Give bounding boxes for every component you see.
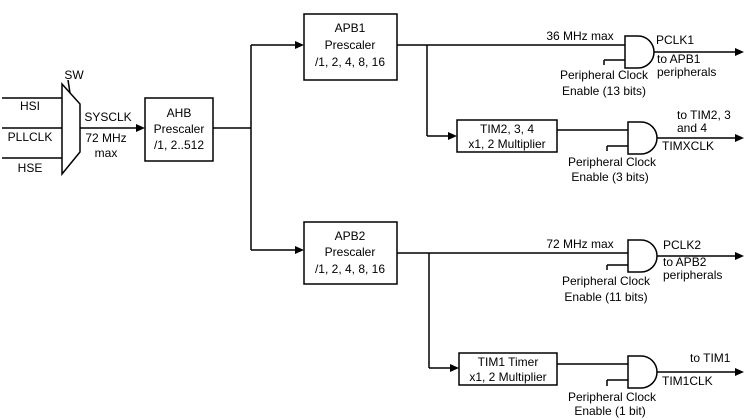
tim234-multiplier-box [456,119,558,153]
pclk2-label: PCLK2 [663,238,701,252]
pclk1-enable-line2: Enable (13 bits) [562,84,646,98]
sysclk-max-line2: max [95,146,118,160]
ahb-prescaler-box [144,97,214,162]
tim234-in-arrowhead [448,132,457,140]
apb1-in-arrowhead [295,41,304,49]
tim1clk-enable-line2: Enable (1 bit) [574,404,645,418]
tim234-line2: x1, 2 Multiplier [468,137,545,151]
apb2-line1: APB2 [335,229,366,243]
pclk2-and-gate [627,239,658,273]
apb1-prescaler-box [303,13,398,81]
pclk1-label: PCLK1 [656,33,694,47]
timxclk-enable-line1: Peripheral Clock [568,155,657,169]
pclk2-desc-line2: peripherals [663,268,722,282]
tim1-multiplier-box [458,352,558,386]
pclk1-enable-line1: Peripheral Clock [560,68,649,82]
apb1-line1: APB1 [335,21,366,35]
apb2-prescaler-box [303,221,398,285]
system-clock-mux [61,82,81,177]
sysclk-arrowhead [136,124,145,132]
pclk2-arrowhead [735,252,744,260]
apb2-line2: Prescaler [325,245,376,259]
tim1clk-arrowhead [735,368,744,376]
timxclk-and-gate [627,121,658,155]
timxclk-desc-line1: to TIM2, 3 [677,108,731,122]
sysclk-label: SYSCLK [84,110,131,124]
pclk1-arrowhead [735,48,744,56]
ahb-line1: AHB [167,106,192,120]
pclk2-enable-line2: Enable (11 bits) [564,290,647,304]
ahb-line3: /1, 2..512 [154,138,204,152]
tim1-in-arrowhead [450,364,459,372]
hse-label: HSE [18,161,43,175]
apb1-line2: Prescaler [325,38,376,52]
mux-select-line [67,79,71,94]
tim1clk-label: TIM1CLK [662,374,713,388]
tim234-line1: TIM2, 3, 4 [480,122,534,136]
apb2-line3: /1, 2, 4, 8, 16 [315,262,385,276]
timxclk-enable-line2: Enable (3 bits) [571,170,648,184]
pllclk-label: PLLCLK [8,130,53,144]
timxclk-arrowhead [735,134,744,142]
tim1clk-and-gate [627,355,658,389]
hsi-label: HSI [20,99,40,113]
tim1-line1: TIM1 Timer [478,355,539,369]
pclk1-desc-line1: to APB1 [657,52,701,66]
pclk1-and-gate [624,35,655,69]
ahb-line2: Prescaler [154,122,205,136]
apb2-in-arrowhead [295,246,304,254]
pclk2-desc-line1: to APB2 [663,255,707,269]
pclk2-enable-line1: Peripheral Clock [562,274,651,288]
tim1clk-enable-line1: Peripheral Clock [568,390,657,404]
apb2-max-label: 72 MHz max [546,237,613,251]
apb1-line3: /1, 2, 4, 8, 16 [315,55,385,69]
apb1-max-label: 36 MHz max [546,29,613,43]
tim1-line2: x1, 2 Multiplier [469,370,546,384]
sysclk-max-line1: 72 MHz [85,131,126,145]
mux-inputs: HSI PLLCLK HSE [2,97,62,175]
tim1clk-desc-line1: to TIM1 [690,351,731,365]
mux-switch-label: SW [64,68,84,82]
timxclk-label: TIMXCLK [662,139,714,153]
pclk1-desc-line2: peripherals [657,65,716,79]
timxclk-desc-line2: and 4 [677,121,707,135]
